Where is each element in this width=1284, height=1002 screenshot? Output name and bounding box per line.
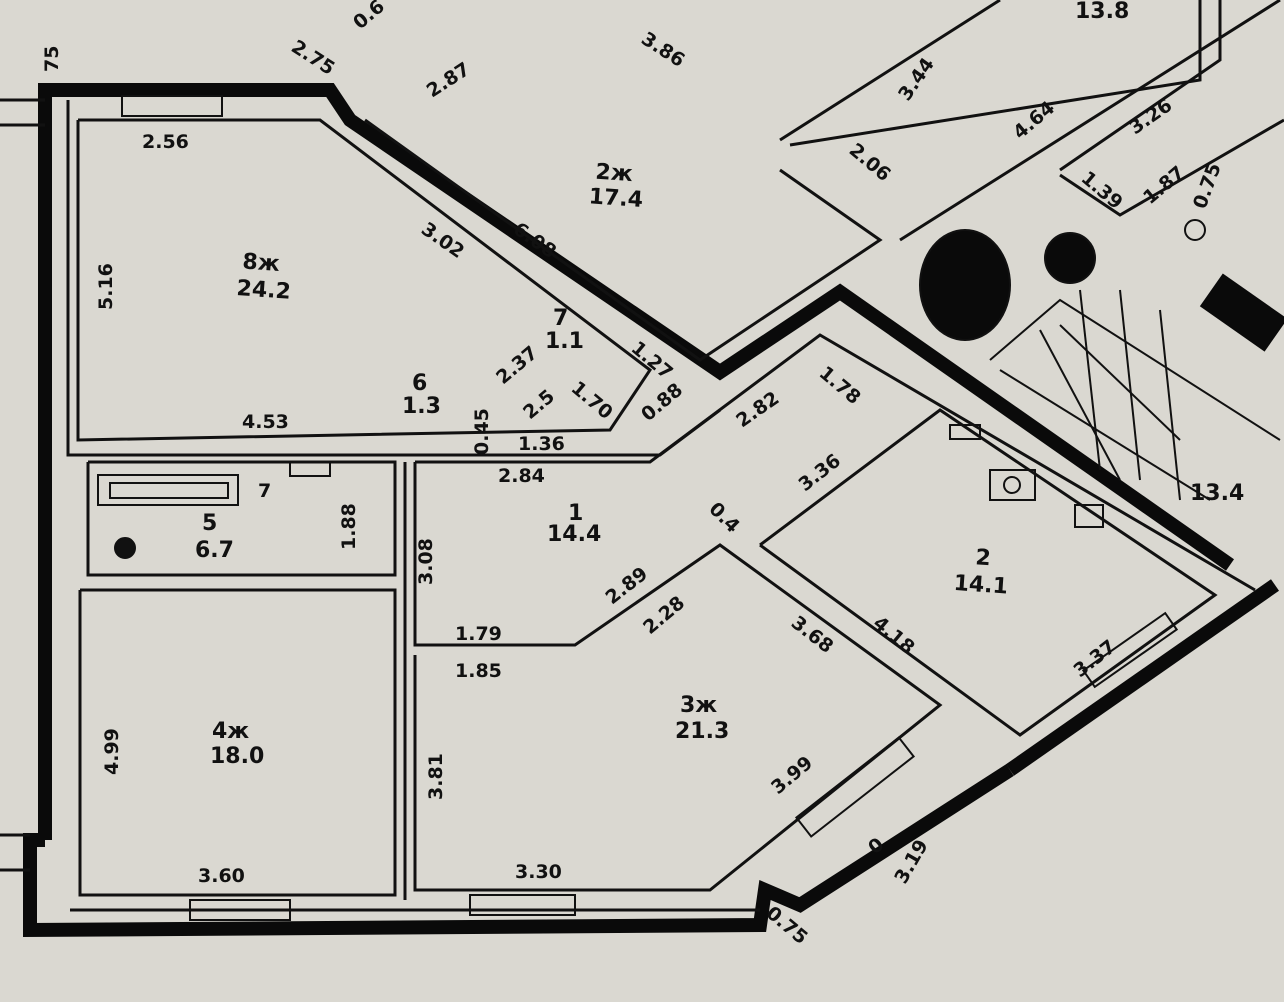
staircase [989, 289, 1281, 501]
svg-text:3.30: 3.30 [515, 861, 562, 883]
svg-text:14.1: 14.1 [953, 571, 1009, 600]
svg-text:7: 7 [258, 480, 271, 502]
svg-text:7: 7 [553, 306, 568, 331]
svg-text:4.53: 4.53 [242, 411, 289, 433]
sink-icon [1074, 504, 1104, 528]
svg-text:1.36: 1.36 [518, 433, 565, 455]
room-5: 56.7 [195, 511, 234, 563]
svg-text:1: 1 [568, 501, 583, 526]
svg-text:6: 6 [412, 371, 427, 396]
svg-text:3ж: 3ж [680, 693, 717, 718]
svg-text:2.56: 2.56 [142, 131, 189, 153]
svg-text:24.2: 24.2 [236, 276, 292, 305]
svg-text:17.4: 17.4 [588, 184, 644, 213]
toilet-icon [114, 537, 136, 559]
svg-text:1.88: 1.88 [338, 503, 360, 550]
redacted-mark [919, 229, 1011, 341]
svg-text:3.81: 3.81 [425, 753, 447, 800]
svg-text:2.84: 2.84 [498, 465, 545, 487]
svg-text:0.45: 0.45 [471, 408, 493, 455]
windows [121, 95, 1179, 921]
svg-text:2ж: 2ж [595, 160, 634, 188]
room-1: 114.4 [547, 501, 601, 547]
exterior-walls [23, 83, 1284, 938]
interior-walls [0, 0, 1284, 912]
svg-text:8ж: 8ж [242, 249, 281, 277]
svg-text:18.0: 18.0 [210, 744, 264, 769]
svg-text:1.79: 1.79 [455, 623, 502, 645]
svg-text:4ж: 4ж [212, 719, 249, 744]
stove-icon [989, 469, 1036, 501]
svg-text:14.4: 14.4 [547, 522, 601, 547]
svg-text:1.85: 1.85 [455, 660, 502, 682]
svg-text:5.16: 5.16 [95, 263, 117, 310]
svg-text:3.60: 3.60 [198, 865, 245, 887]
neighbor-area-right: 13.4 [1190, 481, 1244, 506]
room-2: 214.1 [953, 545, 1009, 600]
neighbor-area-top: 13.8 [1075, 0, 1129, 24]
svg-text:1.3: 1.3 [402, 394, 441, 419]
svg-text:4.99: 4.99 [101, 728, 123, 775]
room-6: 61.3 [402, 371, 441, 419]
svg-text:1.1: 1.1 [545, 329, 584, 354]
bathtub-icon [97, 474, 239, 506]
fixtures [97, 219, 1206, 559]
svg-text:5: 5 [202, 511, 217, 536]
svg-text:6.7: 6.7 [195, 538, 234, 563]
svg-text:3.08: 3.08 [415, 538, 437, 585]
svg-text:75: 75 [41, 46, 63, 72]
svg-text:2: 2 [975, 545, 992, 571]
svg-text:21.3: 21.3 [675, 719, 729, 744]
room-7: 71.1 [545, 306, 584, 354]
